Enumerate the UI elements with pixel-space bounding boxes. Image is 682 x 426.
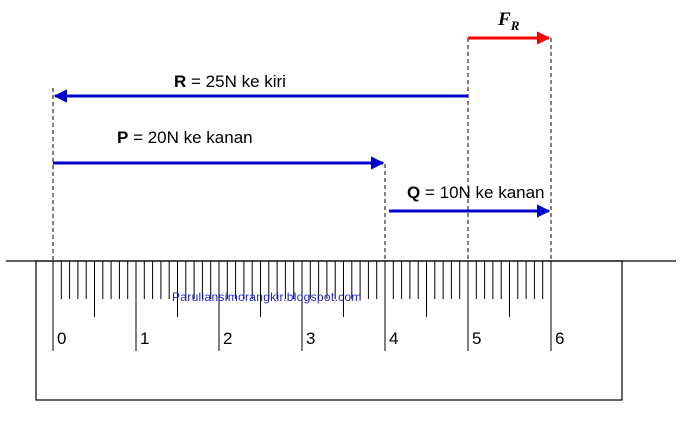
vector-p-text: = 20N ke kanan: [128, 128, 252, 147]
dashed-guides: [52, 38, 552, 261]
ruler-body: [35, 260, 623, 401]
vector-p-name: P: [117, 128, 128, 147]
vector-q-text: = 10N ke kanan: [420, 183, 544, 202]
vector-q-name: Q: [407, 183, 420, 202]
vector-r-name: R: [174, 72, 186, 91]
resultant-subscript: R: [510, 18, 520, 33]
tick-label-2: 2: [223, 329, 232, 348]
watermark: Paruliansimorangkir.blogspot.com: [172, 290, 362, 304]
vector-q-label: Q = 10N ke kanan: [407, 183, 545, 202]
resultant-symbol: F: [497, 9, 511, 30]
tick-label-5: 5: [472, 329, 481, 348]
vector-p-label: P = 20N ke kanan: [117, 128, 253, 147]
resultant-label: FR: [497, 9, 520, 33]
vector-r-label: R = 25N ke kiri: [174, 72, 286, 91]
tick-label-0: 0: [57, 329, 66, 348]
tick-label-6: 6: [555, 329, 564, 348]
ruler-labels: 0 1 2 3 4 5 6: [57, 329, 564, 348]
ruler-ticks: [52, 261, 552, 351]
tick-label-1: 1: [140, 329, 149, 348]
vector-r-text: = 25N ke kiri: [186, 72, 286, 91]
tick-label-4: 4: [389, 329, 398, 348]
tick-label-3: 3: [306, 329, 315, 348]
